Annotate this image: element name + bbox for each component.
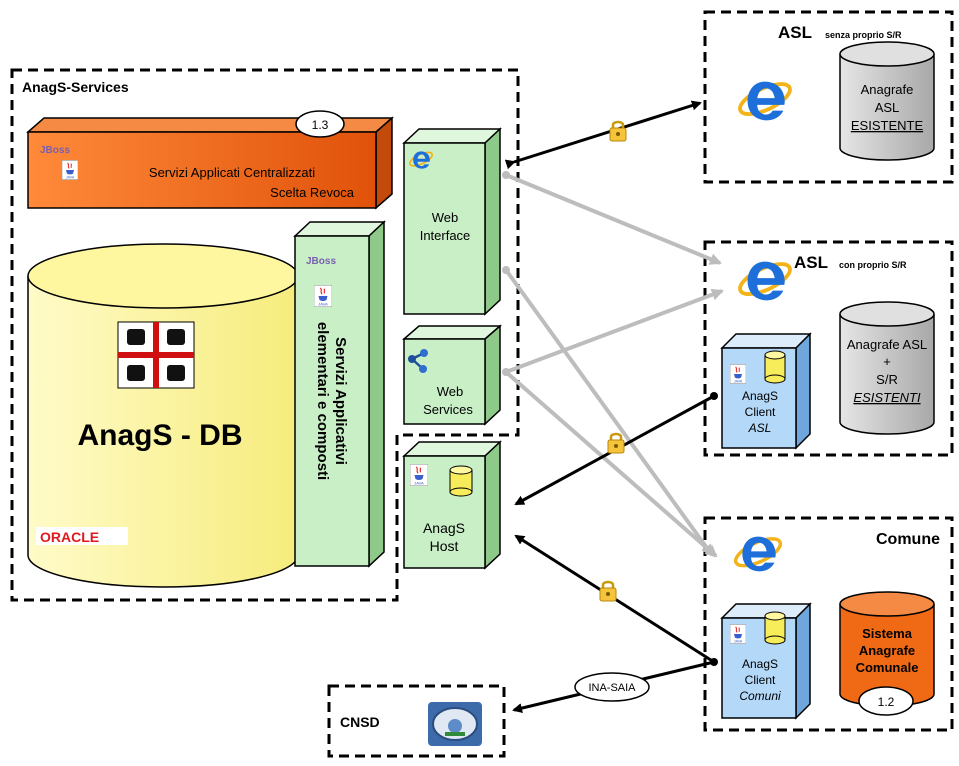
comune-title: Comune [876, 531, 940, 548]
sardinia-flag [117, 321, 195, 389]
asl-no-sr-container: ASL senza proprio S/R [703, 10, 954, 184]
java-logo-comune-client [730, 624, 746, 644]
ie-icon-comune [732, 531, 784, 574]
asl-sr-subtitle: con proprio S/R [839, 260, 907, 270]
web-interface-line1: Web [432, 210, 459, 225]
svg-text:ESISTENTI: ESISTENTI [853, 390, 921, 405]
svg-text:ESISTENTE: ESISTENTE [851, 118, 924, 133]
svg-text:ORACLE: ORACLE [40, 529, 99, 545]
gray-arrow-ws-comune [504, 370, 718, 558]
cnsd-container: CNSD [327, 684, 506, 758]
svg-text:ASL: ASL [748, 421, 772, 435]
ina-saia-label: INA-SAIA [588, 682, 636, 694]
cnsd-title: CNSD [340, 714, 380, 730]
vertical-label-line1: Servizi Applicativi [332, 337, 349, 465]
gray-connectors [504, 173, 724, 558]
svg-text:Anagrafe: Anagrafe [859, 643, 915, 658]
asl-sr-db: Anagrafe ASL + S/R ESISTENTI [839, 301, 935, 435]
web-interface-box: Web Interface [402, 127, 502, 316]
asl-sr-title: ASL [794, 253, 828, 272]
version-badge [295, 110, 345, 138]
comune-container: Comune [703, 516, 954, 732]
services-vertical-box: JBoss Servizi Applicativi elementari e c… [293, 220, 386, 568]
oracle-logo: ORACLE [36, 527, 128, 545]
ina-saia-badge: INA-SAIA [574, 672, 650, 702]
anags-db-cylinder: AnagS - DB ORACLE [27, 243, 299, 588]
svg-text:AnagS: AnagS [742, 389, 778, 403]
black-arrow-wi-asl-no-sr [504, 100, 702, 170]
java-logo-host [410, 464, 428, 486]
asl-client-db-icon [764, 350, 786, 384]
central-services-line1: Servizi Applicati Centralizzati [149, 165, 315, 180]
svg-text:Client: Client [745, 405, 776, 419]
jboss-logo-top: JBoss [40, 145, 70, 156]
web-services-line1: Web [437, 384, 464, 399]
host-line1: AnagS [423, 520, 465, 536]
host-db-icon [449, 465, 473, 497]
asl-sr-container: ASL con proprio S/R [703, 240, 954, 457]
lock-icon-2 [606, 432, 626, 454]
svg-text:AnagS: AnagS [742, 657, 778, 671]
asl-sr-client-box: AnagS Client ASL [720, 332, 812, 450]
svg-text:ASL: ASL [875, 100, 900, 115]
gray-arrow-wi-comune [504, 268, 714, 557]
comune-version-label: 1.2 [878, 695, 895, 709]
svg-text:S/R: S/R [876, 372, 898, 387]
central-services-line2: Scelta Revoca [270, 185, 355, 200]
central-services-box: 1.3 JBoss Servizi Applicati Centralizzat… [26, 110, 394, 210]
lock-icon-1 [608, 120, 628, 142]
anags-services-container: AnagS-Services [10, 68, 520, 602]
ie-icon-asl-no-sr [736, 76, 794, 123]
vertical-label-line2: elementari e composti [314, 322, 331, 480]
network-icon [408, 349, 428, 373]
svg-text:Anagrafe: Anagrafe [861, 82, 914, 97]
gray-arrow-ws-asl [505, 288, 724, 374]
svg-text:Client: Client [745, 673, 776, 687]
svg-text:+: + [883, 354, 891, 369]
comune-client-box: AnagS Client Comuni [720, 602, 812, 720]
asl-no-sr-title: ASL [778, 23, 812, 42]
lock-icon-3 [598, 580, 618, 602]
web-interface-line2: Interface [420, 228, 471, 243]
comune-db: Sistema Anagrafe Comunale 1.2 [839, 591, 935, 716]
gray-arrow-wi-asl [505, 173, 722, 265]
svg-text:Anagrafe ASL: Anagrafe ASL [847, 337, 927, 352]
web-services-box: Web Services [401, 324, 503, 426]
svg-text:Comunale: Comunale [856, 660, 919, 675]
anags-services-title: AnagS-Services [22, 79, 129, 95]
db-label: AnagS - DB [78, 419, 243, 452]
cnsd-logo [428, 702, 482, 746]
java-logo-asl-client [730, 364, 746, 384]
version-badge-label: 1.3 [312, 118, 329, 132]
host-line2: Host [430, 538, 459, 554]
web-services-line2: Services [423, 402, 473, 417]
svg-text:Sistema: Sistema [862, 626, 913, 641]
asl-no-sr-subtitle: senza proprio S/R [825, 30, 902, 40]
jboss-logo-side: JBoss [306, 256, 336, 267]
java-logo-top [62, 160, 78, 180]
ie-icon-asl-sr [736, 256, 794, 303]
anags-host-box: AnagS Host [402, 440, 502, 570]
svg-text:Comuni: Comuni [739, 689, 781, 703]
asl-no-sr-db: Anagrafe ASL ESISTENTE [839, 41, 935, 161]
java-logo-side [314, 285, 332, 307]
comune-version-badge [858, 686, 914, 716]
comune-client-db-icon [764, 611, 786, 645]
